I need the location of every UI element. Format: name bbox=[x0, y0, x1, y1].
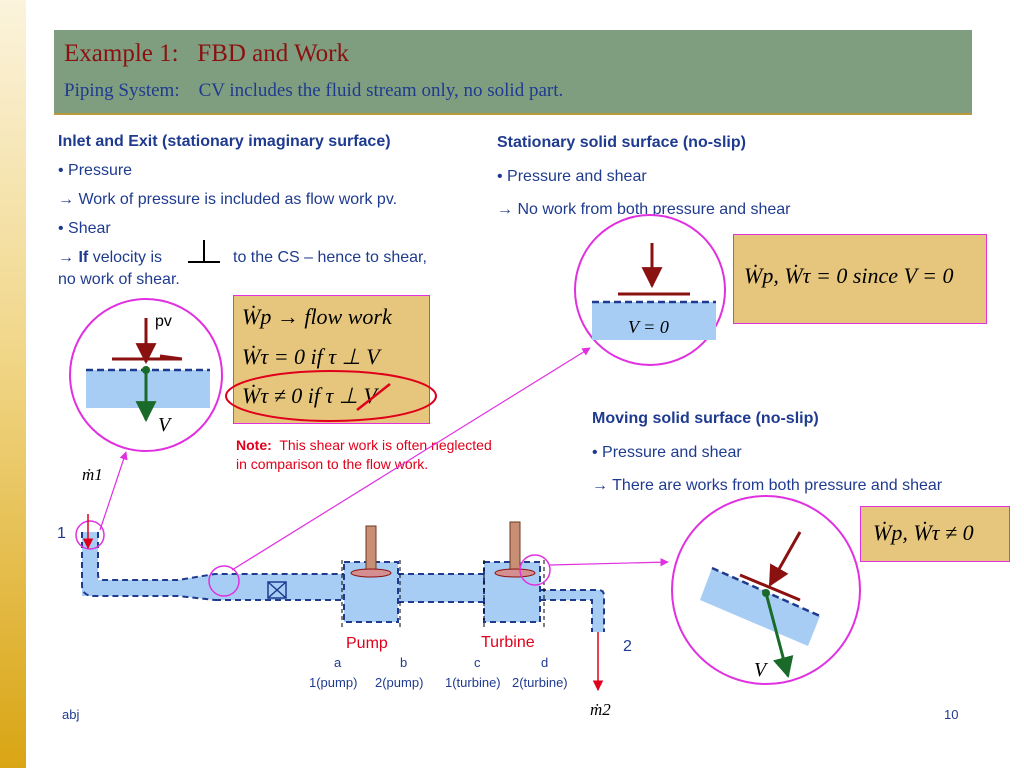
pump-label: Pump bbox=[346, 635, 388, 652]
wall-callout-arrow bbox=[231, 347, 591, 571]
slide-subtitle: Piping System: CV includes the fluid str… bbox=[64, 80, 564, 101]
note-label: Note: bbox=[236, 437, 272, 453]
stationary-bullet: • Pressure and shear bbox=[497, 168, 647, 185]
stationary-equation: Ẇp, Ẇτ = 0 since V = 0 bbox=[744, 263, 954, 288]
section-d: d bbox=[541, 655, 548, 670]
pipe-outline-bottom bbox=[81, 532, 216, 601]
section-a: a bbox=[334, 655, 342, 670]
velocity-line: → If velocity is bbox=[58, 249, 163, 266]
pipe-outline-top bbox=[97, 532, 344, 581]
moving-detail-circle bbox=[671, 495, 861, 685]
sidebar-gradient bbox=[0, 0, 26, 768]
note-line1: Note: This shear work is often neglected bbox=[236, 437, 492, 454]
section-d-desc: 2(turbine) bbox=[512, 675, 568, 690]
footer-author: abj bbox=[62, 707, 80, 722]
slide-header: Example 1: FBD and Work Piping System: C… bbox=[54, 30, 972, 115]
inlet-detail-circle bbox=[69, 298, 223, 452]
wall-highlight bbox=[208, 565, 240, 597]
if-word: If bbox=[78, 249, 89, 266]
flow-work-equation: Ẇp → flow work bbox=[242, 304, 392, 329]
pv-label: pv bbox=[155, 313, 172, 330]
section-b: b bbox=[400, 655, 407, 670]
turbine-label: Turbine bbox=[481, 634, 535, 651]
turbine-impeller bbox=[494, 568, 536, 578]
pump-impeller bbox=[350, 568, 392, 578]
stationary-equation-box: Ẇp, Ẇτ = 0 since V = 0 bbox=[733, 234, 987, 324]
pressure-bullet: • Pressure bbox=[58, 162, 133, 179]
shear-nonzero-equation: Ẇτ ≠ 0 if τ ⊥ V bbox=[242, 383, 377, 408]
v-zero-label: V = 0 bbox=[628, 317, 669, 337]
section-b-desc: 2(pump) bbox=[375, 675, 423, 690]
stationary-heading: Stationary solid surface (no-slip) bbox=[497, 134, 746, 151]
shear-zero-equation: Ẇτ = 0 if τ ⊥ V bbox=[242, 344, 380, 369]
m1-label: ṁ1 bbox=[82, 465, 103, 484]
moving-equation: Ẇp, Ẇτ ≠ 0 bbox=[873, 520, 974, 545]
velocity-text: velocity is bbox=[92, 249, 163, 266]
note-line2: in comparison to the flow work. bbox=[236, 456, 429, 472]
exit-number: 2 bbox=[623, 638, 632, 655]
note-text-1: This shear work is often neglected bbox=[279, 437, 492, 453]
moving-velocity-label: V bbox=[754, 659, 769, 681]
inlet-number: 1 bbox=[57, 525, 66, 542]
page-number: 10 bbox=[944, 707, 959, 722]
turbine-shaft bbox=[509, 521, 521, 571]
moving-bullet: • Pressure and shear bbox=[592, 444, 742, 461]
pressure-work-text: → Work of pressure is included as flow w… bbox=[58, 191, 398, 208]
stationary-detail-circle bbox=[574, 214, 726, 366]
moving-result: → There are works from both pressure and… bbox=[592, 477, 943, 494]
perpendicular-symbol bbox=[188, 240, 220, 263]
section-a-desc: 1(pump) bbox=[309, 675, 357, 690]
no-shear-work-text: no work of shear. bbox=[58, 271, 180, 288]
slide-title: Example 1: FBD and Work bbox=[64, 40, 349, 67]
strike-line bbox=[356, 383, 391, 411]
work-equations-box: Ẇp → flow work Ẇτ = 0 if τ ⊥ V Ẇτ ≠ 0 if… bbox=[233, 295, 430, 424]
turbine-highlight bbox=[519, 554, 551, 586]
highlight-ellipse bbox=[225, 370, 437, 422]
moving-equation-box: Ẇp, Ẇτ ≠ 0 bbox=[860, 506, 1010, 562]
shear-bullet: • Shear bbox=[58, 220, 111, 237]
m2-label: ṁ2 bbox=[590, 700, 611, 719]
valve-icon bbox=[267, 581, 287, 599]
cs-text: to the CS – hence to shear, bbox=[233, 249, 427, 266]
inlet-exit-heading: Inlet and Exit (stationary imaginary sur… bbox=[58, 133, 391, 150]
stationary-result: → No work from both pressure and shear bbox=[497, 201, 791, 218]
section-lines bbox=[341, 560, 545, 630]
inlet-callout-arrow bbox=[99, 451, 128, 531]
section-c-desc: 1(turbine) bbox=[445, 675, 501, 690]
velocity-vector-label: V bbox=[158, 414, 173, 436]
turbine-callout-arrow bbox=[549, 557, 669, 567]
pump-shaft bbox=[365, 525, 377, 571]
section-c: c bbox=[474, 655, 481, 670]
moving-heading: Moving solid surface (no-slip) bbox=[592, 410, 819, 427]
